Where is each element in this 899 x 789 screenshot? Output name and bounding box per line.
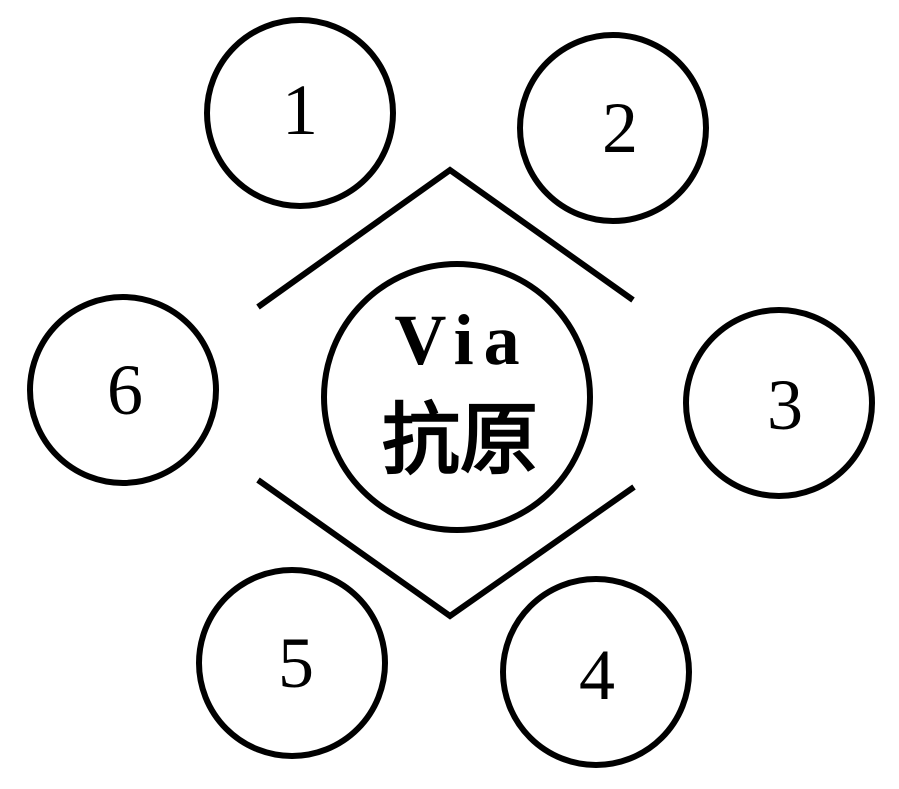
node-6-label: 6 [107,350,143,430]
node-1-label: 1 [282,70,318,150]
node-3-circle [683,307,875,499]
node-4-label: 4 [579,635,615,715]
node-5-label: 5 [278,623,314,703]
node-2-label: 2 [602,88,638,168]
node-6-circle [27,294,219,486]
node-6: 6 [27,294,219,486]
node-4: 4 [500,576,692,768]
node-2: 2 [517,32,709,224]
center-circle [321,261,593,533]
node-5-circle [196,567,388,759]
center-label-via: Via [394,300,529,380]
node-3-label: 3 [767,365,803,445]
node-1: 1 [204,17,396,209]
node-5: 5 [196,567,388,759]
center-label-antigen: 抗原 [382,395,538,486]
upper-bracket-line [256,166,635,310]
node-2-circle [517,32,709,224]
center-antigen-node: Via 抗原 [321,261,593,533]
node-1-circle [204,17,396,209]
node-3: 3 [683,307,875,499]
node-4-circle [500,576,692,768]
lower-bracket-line [256,477,636,620]
